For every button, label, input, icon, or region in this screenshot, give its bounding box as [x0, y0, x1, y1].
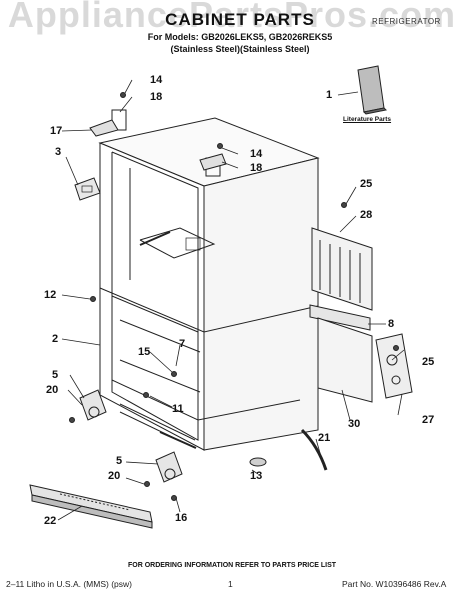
leveling-foot [249, 457, 267, 467]
watermark: AppliancePartsPros.com [7, 0, 457, 35]
part-number: Part No. W10396486 Rev.A [342, 579, 447, 589]
callout-15: 15 [138, 346, 151, 358]
callout-30: 30 [348, 418, 361, 430]
roller-left [79, 389, 107, 421]
callout-22: 22 [44, 515, 57, 527]
callout-2: 2 [52, 333, 59, 345]
callout-25-right: 25 [422, 356, 435, 368]
control-box [74, 177, 101, 201]
callout-12: 12 [44, 289, 57, 301]
callout-28: 28 [360, 209, 373, 221]
screws [69, 92, 399, 501]
grille-panel [311, 227, 373, 311]
model-numbers: For Models: GB2026LEKS5, GB2026REKS5 [147, 32, 333, 42]
trim-strip [309, 304, 371, 331]
callout-5-right: 5 [116, 455, 123, 467]
callout-14-top: 14 [150, 74, 163, 86]
callout-18-center: 18 [250, 162, 263, 174]
callout-13: 13 [250, 470, 263, 482]
callout-16: 16 [175, 512, 188, 524]
callout-20-left: 20 [46, 384, 59, 396]
callout-18-top: 18 [150, 91, 163, 103]
callout-27: 27 [422, 414, 435, 426]
roller-right [155, 451, 183, 483]
callout-20-right: 20 [108, 470, 121, 482]
callout-14-center: 14 [250, 148, 263, 160]
fan-bracket [375, 333, 413, 399]
access-panel [317, 317, 373, 403]
litho-info: 2–11 Litho in U.S.A. (MMS) (psw) [6, 579, 132, 589]
cabinet-body [98, 109, 320, 451]
literature-pack [357, 65, 388, 115]
ordering-note: FOR ORDERING INFORMATION REFER TO PARTS … [127, 562, 337, 569]
callout-21: 21 [318, 432, 331, 444]
callout-25-top: 25 [360, 178, 373, 190]
callout-3: 3 [55, 146, 62, 158]
base-grille [29, 484, 153, 529]
callout-8: 8 [388, 318, 395, 330]
callout-7: 7 [179, 338, 186, 350]
page-title: CABINET PARTS [165, 10, 315, 29]
hinge-center [199, 153, 227, 171]
literature-parts-label: Literature Parts [343, 116, 392, 123]
hinge-top [89, 119, 119, 137]
callout-17: 17 [50, 125, 63, 137]
finish-label: (Stainless Steel)(Stainless Steel) [170, 44, 310, 54]
drain-tube [300, 428, 328, 471]
callout-11: 11 [172, 403, 184, 415]
callout-1: 1 [326, 89, 333, 101]
callout-5-left: 5 [52, 369, 59, 381]
page-number: 1 [228, 579, 233, 589]
leader-lines [57, 79, 405, 521]
appliance-type: REFRIGERATOR [372, 17, 441, 26]
